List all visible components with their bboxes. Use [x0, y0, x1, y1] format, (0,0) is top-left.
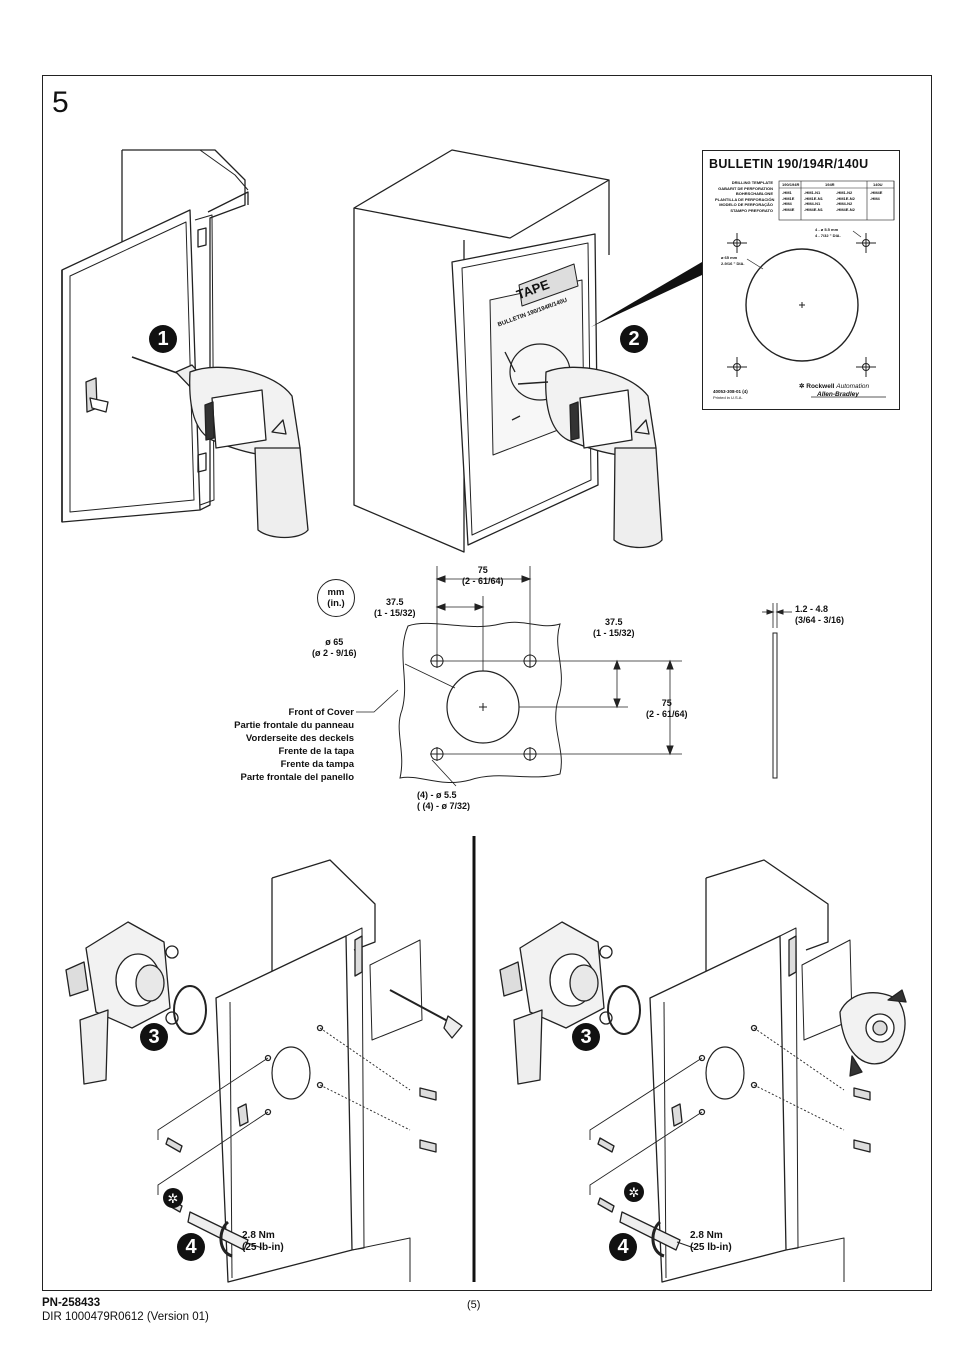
dim-width-label: 75 (2 - 61/64) — [462, 565, 504, 586]
page-number: (5) — [467, 1299, 481, 1311]
allen-bradley-logo: Allen-Bradley — [817, 391, 859, 398]
dim-half-height-label: 37.5 (1 - 15/32) — [593, 617, 635, 638]
step-number: 5 — [52, 86, 69, 119]
enclosure-cover-left — [215, 935, 353, 1283]
detail-leader — [591, 262, 702, 327]
torque-label-left: 2.8 Nm (25 lb-in) — [242, 1230, 284, 1253]
dim-half-width-label: 37.5 (1 - 15/32) — [374, 597, 416, 618]
document-reference: DIR 1000479R0612 (Version 01) — [42, 1311, 209, 1323]
template-languages: DRILLING TEMPLATE GABARIT DE PERFORATION… — [715, 180, 775, 213]
step-badge-3-left: 3 — [140, 1023, 168, 1051]
torque-label-right: 2.8 Nm (25 lb-in) — [690, 1230, 732, 1253]
enclosure-top-right — [353, 149, 610, 239]
front-of-cover-labels: Front of Cover Partie frontale du pannea… — [234, 707, 354, 783]
template-drawing — [727, 180, 895, 398]
dim-height-label: 75 (2 - 61/64) — [646, 698, 688, 719]
cutout-dimension-drawing — [356, 566, 792, 787]
mounting-right — [499, 859, 907, 1283]
dim-diameter-label: ø 65 (ø 2 - 9/16) — [312, 637, 357, 658]
drilling-illustrations — [61, 149, 702, 553]
drilling-template: BULLETIN 190/194R/140U DRILLING TEMPLATE… — [702, 150, 900, 410]
svg-text:✲: ✲ — [629, 1186, 640, 1201]
step-badge-2: 2 — [620, 325, 648, 353]
svg-text:✲: ✲ — [168, 1192, 179, 1207]
enclosure-body-left — [122, 149, 246, 511]
dim-holes-label: (4) - ø 5.5 ( (4) - ø 7/32) — [417, 790, 471, 811]
step-badge-4-right: 4 — [609, 1233, 637, 1261]
mounting-left — [65, 859, 463, 1283]
units-circle: mm (in.) — [317, 579, 355, 617]
enclosure-door-left — [61, 209, 201, 523]
page-frame — [42, 75, 932, 1291]
rockwell-mark-icon: ✲ — [799, 383, 807, 390]
part-number: PN-258433 — [42, 1297, 101, 1309]
torx-icon: ✲ — [163, 1188, 183, 1208]
mounting-illustrations: ✲ ✲ — [65, 836, 907, 1283]
step-badge-3-right: 3 — [572, 1023, 600, 1051]
template-title: BULLETIN 190/194R/140U — [709, 157, 869, 171]
step-badge-4-left: 4 — [177, 1233, 205, 1261]
step-badge-1: 1 — [149, 325, 177, 353]
dim-thickness-label: 1.2 - 4.8 (3/64 - 3/16) — [795, 604, 845, 625]
rockwell-logo: ✲ Rockwell Automation — [799, 383, 870, 390]
torx-icon: ✲ — [624, 1182, 644, 1202]
